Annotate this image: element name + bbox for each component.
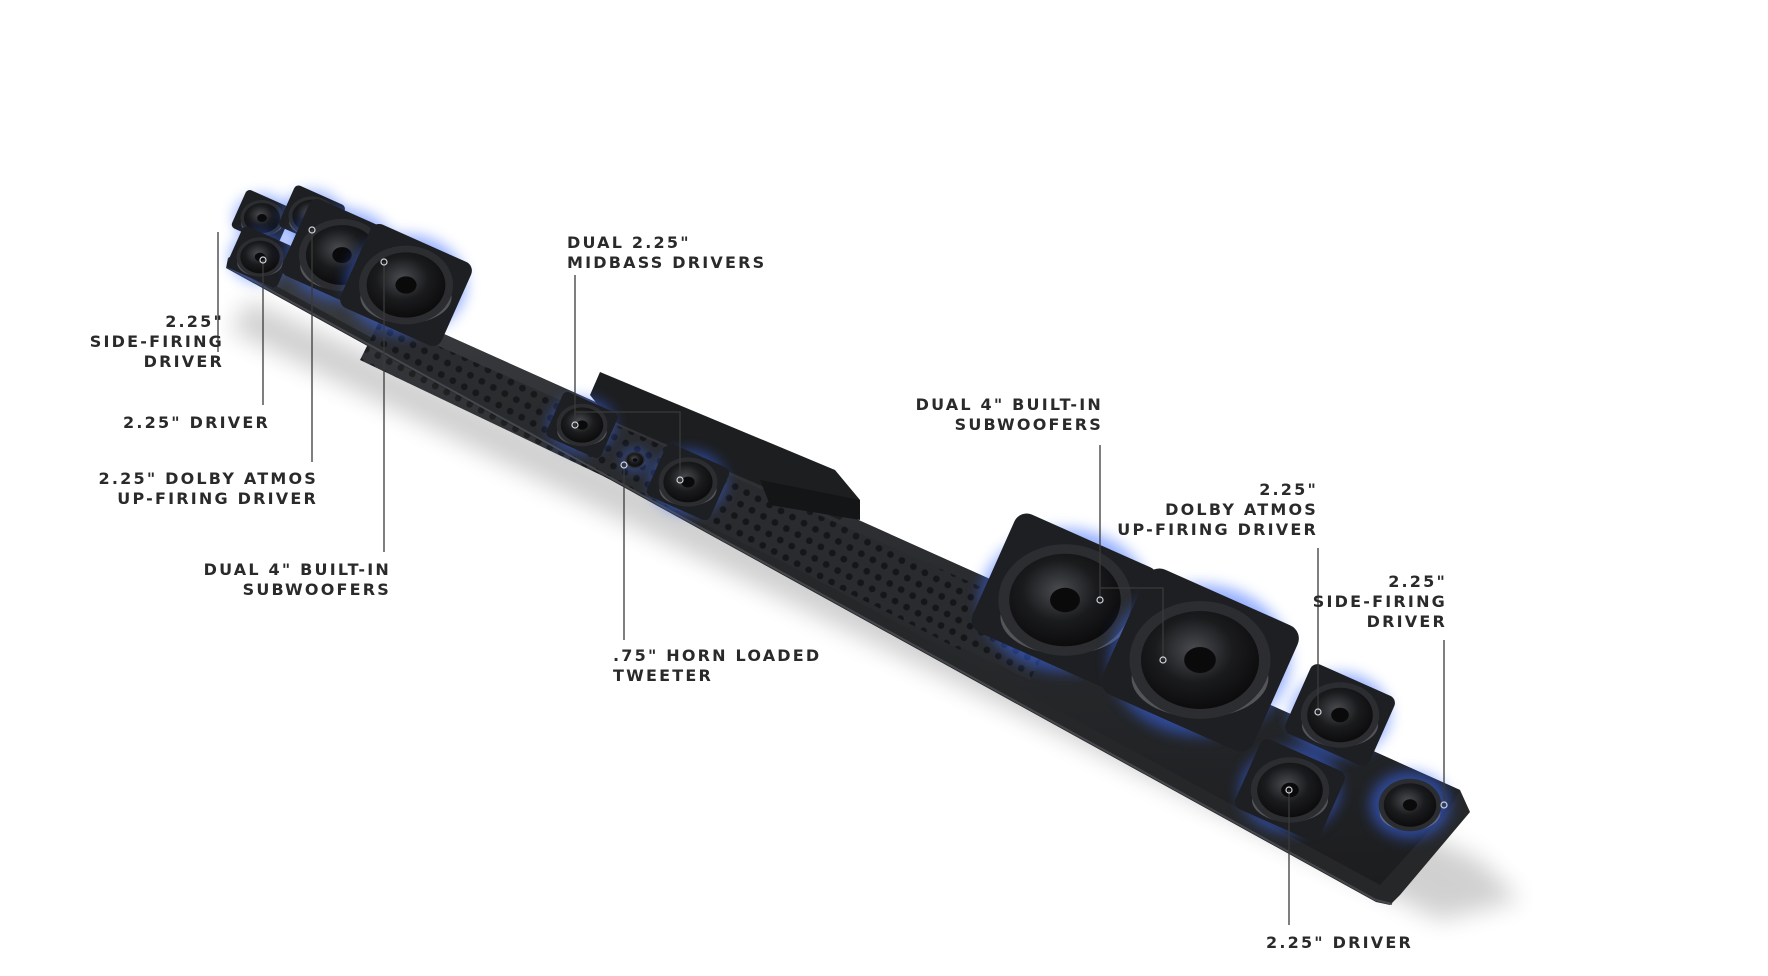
leader-anchor-dot bbox=[571, 421, 579, 429]
leader-anchor-dot bbox=[1314, 708, 1322, 716]
leader-anchor-dot bbox=[1159, 656, 1167, 664]
leader-anchor-dot bbox=[308, 226, 316, 234]
leader-anchor-dot bbox=[620, 461, 628, 469]
subwoofer-right-2 bbox=[1101, 568, 1299, 752]
driver-dustcap bbox=[1184, 647, 1216, 673]
atmos-driver-right bbox=[1285, 664, 1395, 766]
driver-dustcap bbox=[254, 252, 266, 262]
electronics-block bbox=[590, 372, 860, 520]
leader-anchor-dot bbox=[1285, 786, 1293, 794]
driver-dustcap bbox=[257, 214, 267, 222]
leader-anchor-dot bbox=[1440, 801, 1448, 809]
driver-dustcap bbox=[1281, 782, 1299, 798]
driver-dustcap bbox=[681, 476, 695, 488]
midbass-driver-1 bbox=[546, 391, 618, 459]
leader-anchor-dot bbox=[380, 258, 388, 266]
subwoofer-right-1 bbox=[971, 513, 1159, 687]
speaker-drivers bbox=[227, 185, 1450, 841]
driver-right bbox=[1235, 739, 1345, 841]
horn-tweeter bbox=[622, 449, 648, 471]
driver-dustcap bbox=[576, 420, 588, 430]
side-firing-driver-right bbox=[1370, 771, 1450, 839]
callout-midbass-drivers: DUAL 2.25"MIDBASS DRIVERS bbox=[567, 233, 767, 272]
grille-panel-center bbox=[690, 470, 1000, 650]
leader-midbass-2 bbox=[575, 411, 681, 480]
callout-driver-right: 2.25" DRIVER bbox=[1266, 933, 1413, 952]
driver-dustcap bbox=[1050, 587, 1080, 613]
driver-left bbox=[227, 226, 293, 288]
driver-dustcap bbox=[395, 276, 417, 294]
chassis-edge-highlight bbox=[229, 267, 1393, 905]
leader-anchor-dot bbox=[676, 476, 684, 484]
driver-dustcap bbox=[632, 458, 638, 462]
leader-anchor-dot bbox=[1096, 596, 1104, 604]
driver-dustcap bbox=[332, 247, 352, 263]
leader-subwoofers-right-2 bbox=[1100, 587, 1164, 660]
subwoofer-left-2 bbox=[340, 223, 472, 347]
driver-dustcap bbox=[1331, 707, 1349, 723]
driver-dustcap bbox=[1402, 799, 1418, 811]
callout-leader-lines bbox=[217, 226, 1448, 925]
leader-anchor-dot bbox=[259, 256, 267, 264]
connector-block bbox=[760, 480, 860, 520]
callout-driver-left: 2.25" DRIVER bbox=[123, 413, 270, 432]
midbass-driver-2 bbox=[646, 443, 730, 521]
